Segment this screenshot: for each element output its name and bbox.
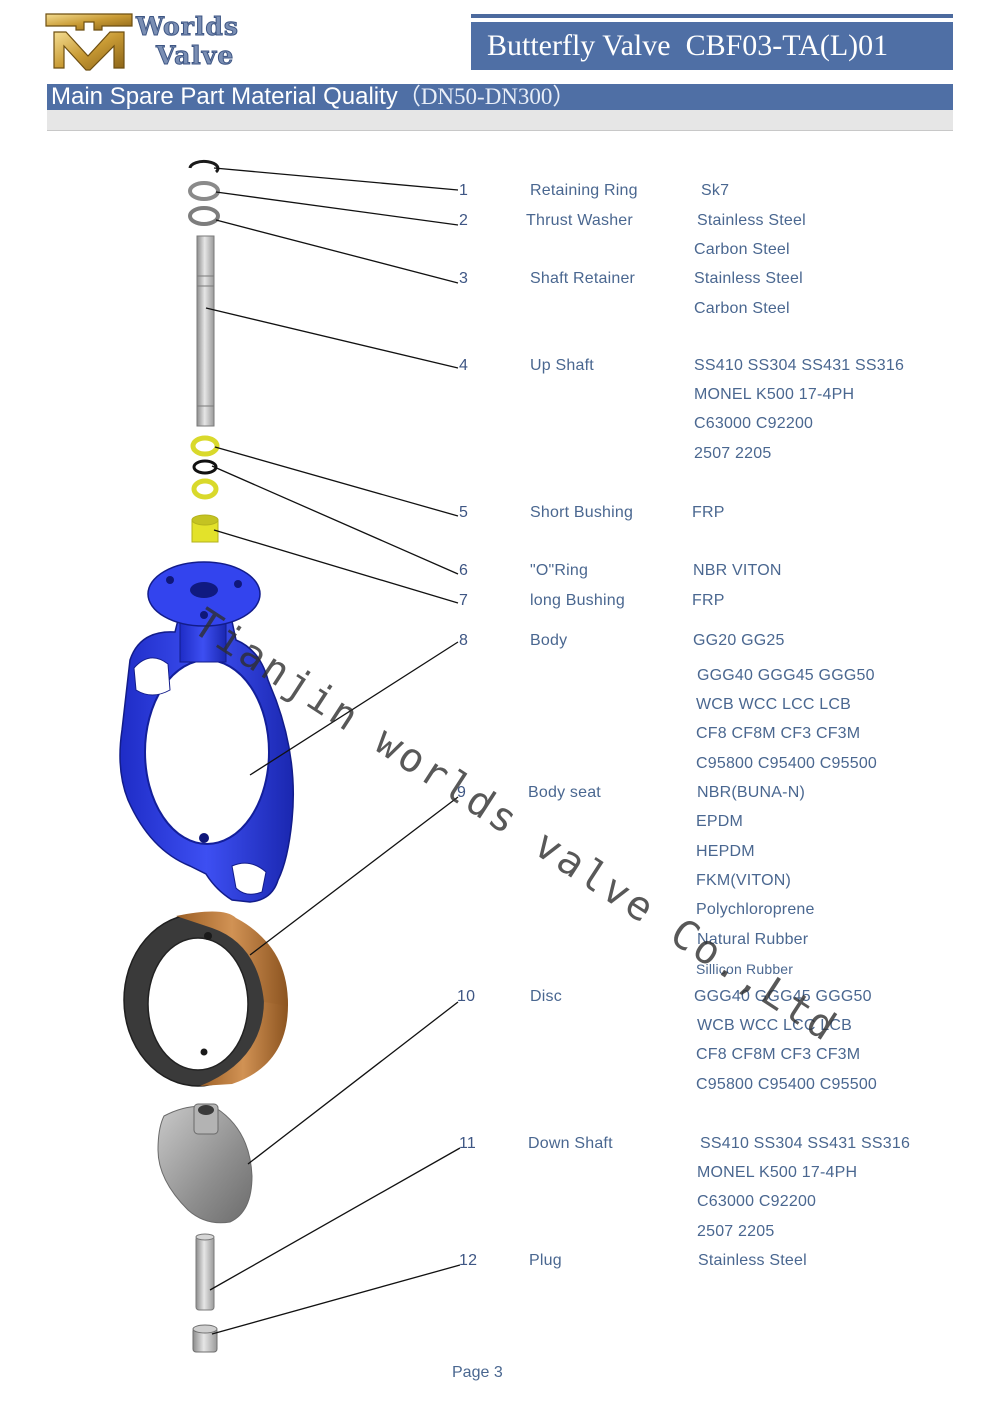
leader-line-5 — [214, 446, 459, 517]
part-material: MONEL K500 17-4PH — [697, 1164, 858, 1181]
tm-monogram-icon — [45, 13, 133, 71]
leader-line-3 — [215, 219, 459, 284]
part-number-3: 3 — [459, 270, 469, 287]
plug-part — [192, 1324, 218, 1353]
thrust-washer-part — [188, 181, 220, 201]
o-ring-part — [192, 459, 218, 475]
part-name-12: Plug — [529, 1252, 562, 1269]
leader-line-2 — [215, 191, 459, 226]
up-shaft-part — [196, 235, 215, 427]
part-material: NBR VITON — [693, 562, 782, 579]
down-shaft-part — [195, 1233, 215, 1311]
part-material: Stainless Steel — [697, 212, 806, 229]
leader-lines — [205, 167, 461, 1335]
part-number-2: 2 — [459, 212, 469, 229]
body-seat-part — [123, 911, 288, 1087]
part-material: SS410 SS304 SS431 SS316 — [700, 1135, 911, 1152]
part-number-1: 1 — [459, 182, 469, 199]
part-material: Polychloroprene — [696, 901, 815, 918]
leader-line-4 — [205, 307, 459, 369]
part-number-11: 11 — [459, 1135, 477, 1152]
leader-line-1 — [213, 167, 459, 191]
part-material: HEPDM — [696, 843, 755, 860]
part-material: WCB WCC LCC LCB — [697, 1017, 853, 1034]
part-material: MONEL K500 17-4PH — [694, 386, 855, 403]
part-name-8: Body — [530, 632, 568, 649]
leader-line-11 — [209, 1147, 461, 1291]
part-material: GGG40 GGG45 GGG50 — [697, 667, 875, 684]
header-divider-strip — [47, 110, 953, 131]
part-number-7: 7 — [459, 592, 469, 609]
part-material: Stainless Steel — [694, 270, 803, 287]
part-material: SS410 SS304 SS431 SS316 — [694, 357, 905, 374]
part-number-5: 5 — [459, 504, 469, 521]
part-material: C63000 C92200 — [694, 415, 814, 432]
part-material: 2507 2205 — [694, 445, 772, 462]
part-material: Carbon Steel — [694, 300, 790, 317]
part-number-9: 9 — [457, 784, 467, 801]
part-name-2: Thrust Washer — [526, 212, 633, 229]
part-number-10: 10 — [457, 988, 476, 1005]
part-name-3: Shaft Retainer — [530, 270, 636, 287]
size-range: （DN50-DN300） — [397, 84, 576, 109]
part-name-9: Body seat — [528, 784, 601, 801]
part-material: EPDM — [696, 813, 744, 830]
model-title: Butterfly Valve CBF03-TA(L)01 — [471, 22, 953, 70]
part-material: 2507 2205 — [697, 1223, 775, 1240]
part-material: C95800 C95400 C95500 — [696, 1076, 878, 1093]
part-material: GG20 GG25 — [693, 632, 785, 649]
short-bushing-lower-part — [191, 478, 219, 500]
section-title-bar: Main Spare Part Material Quality（DN50-DN… — [47, 84, 953, 110]
part-material: NBR(BUNA-N) — [697, 784, 805, 801]
part-material: WCB WCC LCC LCB — [696, 696, 852, 713]
part-name-6: "O"Ring — [530, 562, 589, 579]
company-logo: Worlds Valve — [44, 10, 274, 76]
part-material: CF8 CF8M CF3 CF3M — [696, 725, 861, 742]
part-name-5: Short Bushing — [530, 504, 634, 521]
logo-word-worlds: Worlds — [136, 12, 239, 42]
part-material: FRP — [692, 592, 725, 609]
part-material: C63000 C92200 — [697, 1193, 817, 1210]
part-material: GGG40 GGG45 GGG50 — [694, 988, 872, 1005]
part-name-4: Up Shaft — [530, 357, 594, 374]
logo-word-valve: Valve — [155, 41, 235, 71]
part-material: Sk7 — [701, 182, 730, 199]
part-material: FRP — [692, 504, 725, 521]
leader-line-6 — [211, 465, 459, 575]
leader-line-7 — [213, 529, 459, 604]
part-material: CF8 CF8M CF3 CF3M — [696, 1046, 861, 1063]
part-material: Sillicon Rubber — [696, 961, 794, 977]
long-bushing-part — [191, 514, 219, 543]
retaining-ring-part — [188, 159, 220, 174]
disc-part — [157, 1103, 253, 1224]
shaft-retainer-part — [188, 206, 220, 226]
part-number-12: 12 — [459, 1252, 478, 1269]
leader-line-10 — [247, 1001, 459, 1165]
part-material: FKM(VITON) — [696, 872, 792, 889]
part-number-6: 6 — [459, 562, 469, 579]
part-material: Natural Rubber — [697, 931, 809, 948]
valve-body-part — [119, 561, 294, 903]
part-name-10: Disc — [530, 988, 562, 1005]
header-rule — [471, 14, 953, 18]
leader-line-9 — [249, 796, 459, 956]
part-name-1: Retaining Ring — [530, 182, 638, 199]
section-title: Main Spare Part Material Quality — [51, 83, 398, 110]
part-name-11: Down Shaft — [528, 1135, 613, 1152]
part-name-7: long Bushing — [530, 592, 625, 609]
leader-line-12 — [211, 1264, 461, 1335]
short-bushing-part — [190, 435, 220, 457]
part-material: C95800 C95400 C95500 — [696, 755, 878, 772]
part-material: Stainless Steel — [698, 1252, 807, 1269]
part-number-8: 8 — [459, 632, 469, 649]
leader-line-8 — [249, 641, 459, 776]
page-number: Page 3 — [452, 1364, 503, 1381]
part-number-4: 4 — [459, 357, 469, 374]
part-material: Carbon Steel — [694, 241, 790, 258]
